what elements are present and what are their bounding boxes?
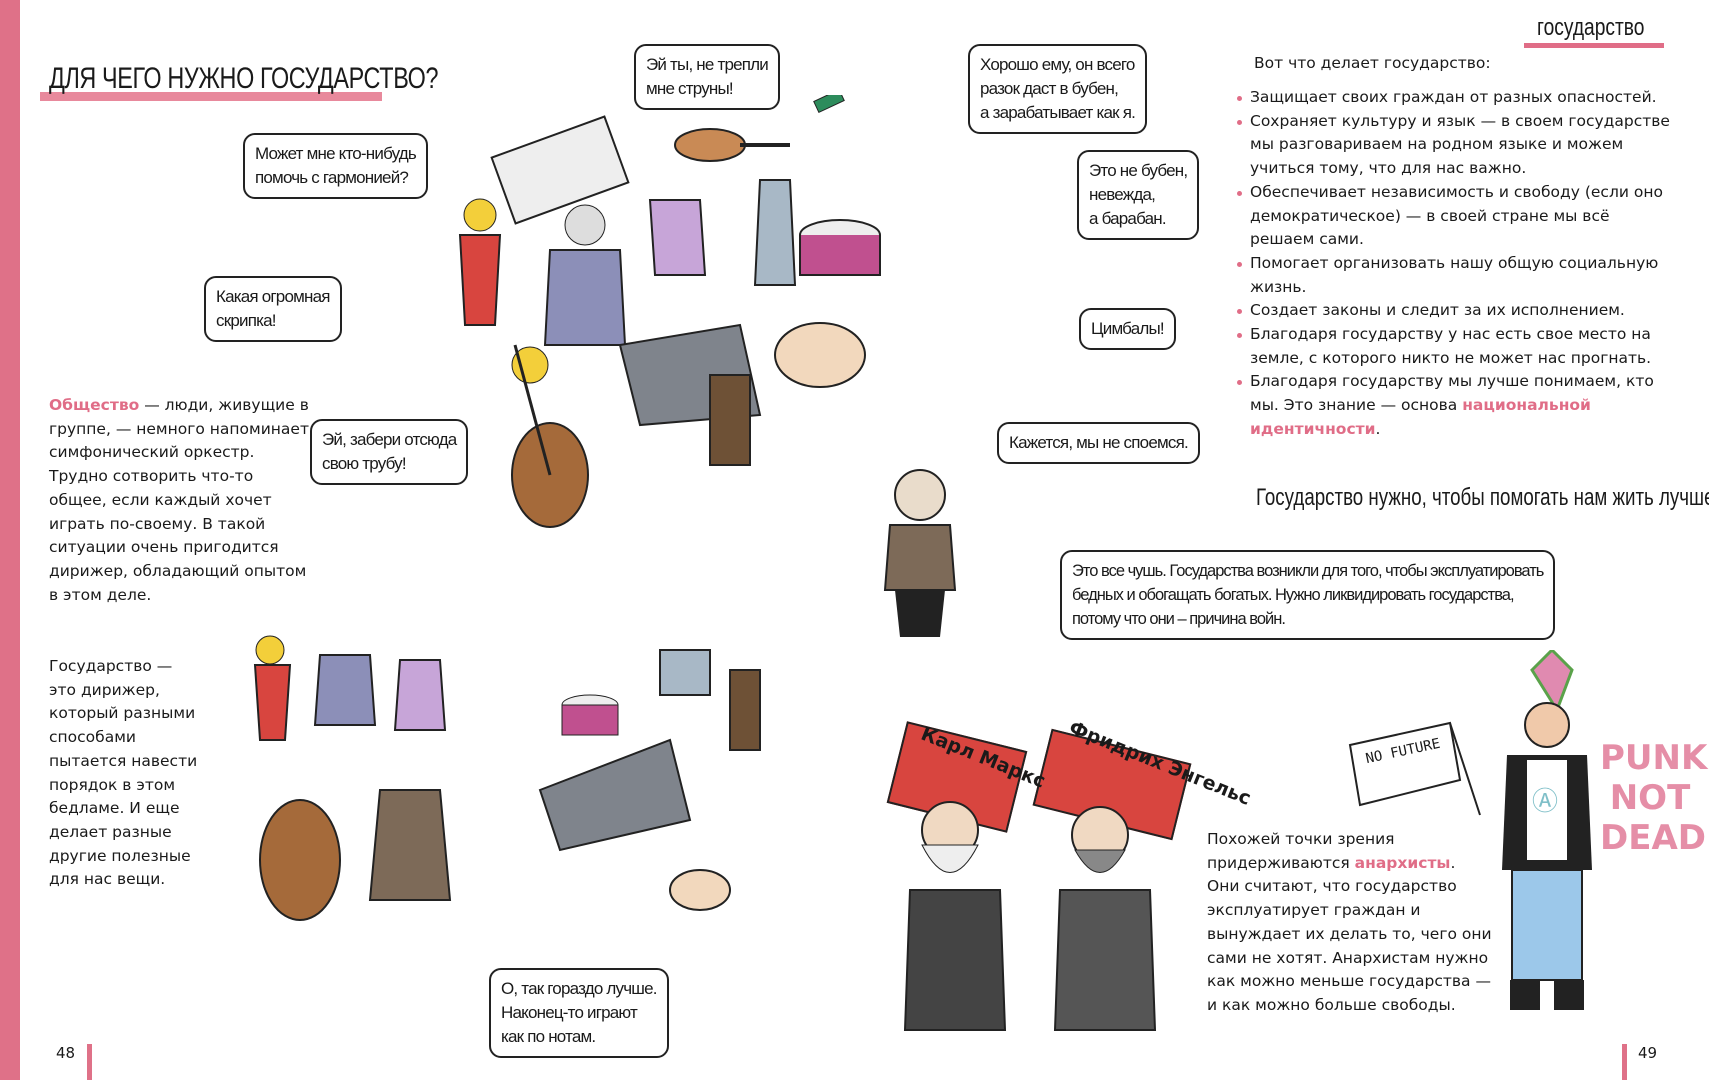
engels-figure — [1053, 806, 1157, 1031]
society-text: — люди, живущие в группе, — немного напо… — [49, 396, 309, 604]
list-item: Помогает организовать нашу общую социаль… — [1237, 252, 1677, 299]
list-item: Создает законы и следит за их исполнение… — [1237, 299, 1677, 323]
drummer-figure — [561, 694, 619, 736]
anarchists-term: анархисты — [1354, 853, 1451, 872]
page-number-bar — [1622, 1044, 1627, 1080]
page-title: ДЛЯ ЧЕГО НУЖНО ГОСУДАРСТВО? — [49, 62, 439, 95]
state-functions-list: Защищает своих граждан от разных опаснос… — [1237, 86, 1677, 442]
list-item: Сохраняет культуру и язык — в своем госу… — [1237, 110, 1677, 181]
national-identity-term: национальной идентичности — [1250, 396, 1591, 438]
section-underline — [1524, 43, 1664, 48]
title-underline — [40, 92, 382, 101]
list-item: Благодаря государству у нас есть свое ме… — [1237, 323, 1677, 370]
bottle-icon — [813, 95, 845, 114]
speech-bubble-cymbals: Цимбалы! — [1079, 308, 1176, 350]
double-bass-icon — [511, 344, 589, 528]
speech-bubble-accordion: Может мне кто-нибудь помочь с гармонией? — [243, 133, 428, 199]
violinist-figure — [253, 635, 292, 741]
illustration-punk: Ⓐ — [1502, 650, 1592, 1010]
cymbal-player-figure — [774, 322, 866, 388]
illustration-conductor — [883, 469, 957, 637]
intro-text: Вот что делает государство: — [1254, 54, 1491, 72]
page-number-bar — [87, 1044, 92, 1080]
page-edge-strip — [0, 0, 20, 1080]
accordion-player-figure — [659, 649, 711, 696]
speech-bubble-violin: Какая огромная скрипка! — [204, 276, 342, 342]
society-paragraph: Общество — люди, живущие в группе, — нем… — [49, 394, 309, 607]
speech-bubble-better: О, так гораздо лучше. Наконец-то играют … — [489, 968, 669, 1058]
speech-bubble-drum: Это не бубен, невежда, а барабан. — [1077, 150, 1200, 240]
drummer-figure — [753, 179, 881, 286]
key-statement: Государство нужно, чтобы помогать нам жи… — [1256, 484, 1709, 511]
section-label: государство — [1537, 14, 1645, 41]
speech-bubble-tambourine: Хорошо ему, он всего разок даст в бубен,… — [968, 44, 1148, 134]
list-item: Благодаря государству мы лучше понимаем,… — [1237, 370, 1677, 441]
saxophone-player-figure — [709, 374, 751, 466]
speech-bubble-conductor: Кажется, мы не споемся. — [997, 422, 1200, 464]
violinist-figure — [458, 198, 502, 326]
lute-player-figure — [669, 869, 731, 911]
saxophone-player-figure — [729, 669, 761, 751]
punk-flag — [1348, 721, 1481, 816]
list-item: Обеспечивает независимость и свободу (ес… — [1237, 181, 1677, 252]
anarchists-paragraph: Похожей точки зрения придерживаются анар… — [1207, 830, 1492, 1014]
singer-figure — [543, 204, 627, 346]
guitarist-figure — [393, 659, 447, 731]
speech-bubble-trumpet: Эй, забери отсюда свою трубу! — [310, 419, 469, 485]
horn-player-figure — [511, 346, 549, 384]
page-number-right: 49 — [1638, 1044, 1658, 1062]
singer-figure — [313, 654, 377, 726]
state-paragraph: Государство — это дирижер, который разны… — [49, 657, 198, 889]
anarchy-symbol-icon: Ⓐ — [1532, 787, 1558, 817]
accordion-icon — [490, 115, 630, 225]
list-item: Защищает своих граждан от разных опаснос… — [1237, 86, 1677, 110]
page-number-left: 48 — [56, 1044, 76, 1062]
graffiti-text: PUNKS NOT DEAD — [1600, 738, 1709, 858]
illustration-harmonious-orchestra — [253, 635, 761, 921]
mohawk-icon — [1530, 650, 1574, 714]
illustration-chaotic-orchestra — [458, 95, 881, 528]
speech-bubble-strings: Эй ты, не трепли мне струны! — [634, 44, 780, 110]
conductor-figure — [368, 789, 452, 901]
illustration-marx-engels — [903, 801, 1157, 1031]
double-bass-icon — [259, 799, 341, 921]
speech-bubble-marx-engels: Это все чушь. Государства возникли для т… — [1060, 550, 1556, 640]
trombone-player-figure — [648, 199, 707, 276]
society-term: Общество — [49, 396, 140, 414]
marx-figure — [903, 801, 1007, 1031]
guitar-icon — [674, 128, 790, 162]
piano-icon — [538, 738, 692, 852]
